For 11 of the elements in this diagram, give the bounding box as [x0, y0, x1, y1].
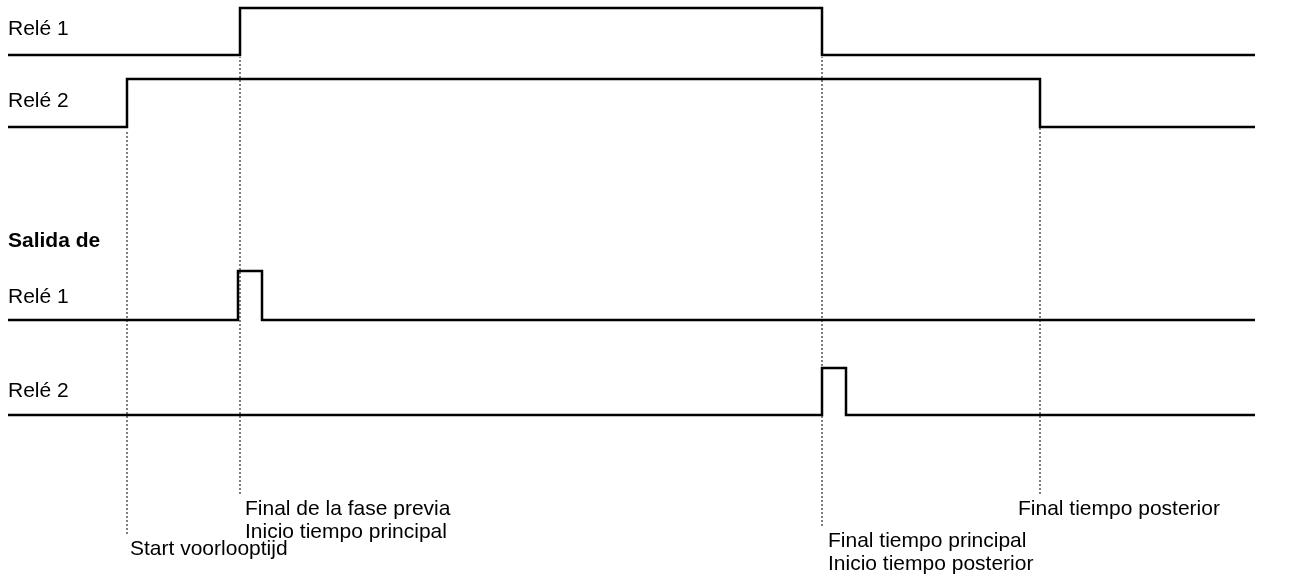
leader-line	[821, 56, 823, 527]
section-heading: Salida de	[8, 228, 101, 252]
signal-label: Relé 2	[8, 88, 69, 112]
leader-line	[239, 56, 241, 495]
signal-label: Relé 1	[8, 284, 69, 308]
leader-line	[1039, 126, 1041, 495]
signal-label: Relé 1	[8, 16, 69, 40]
event-label: Final tiempo principal Inicio tiempo posterior	[828, 528, 1034, 574]
event-label: Final tiempo posterior	[1018, 496, 1220, 519]
signal-label: Relé 2	[8, 378, 69, 402]
leader-line	[126, 129, 128, 535]
